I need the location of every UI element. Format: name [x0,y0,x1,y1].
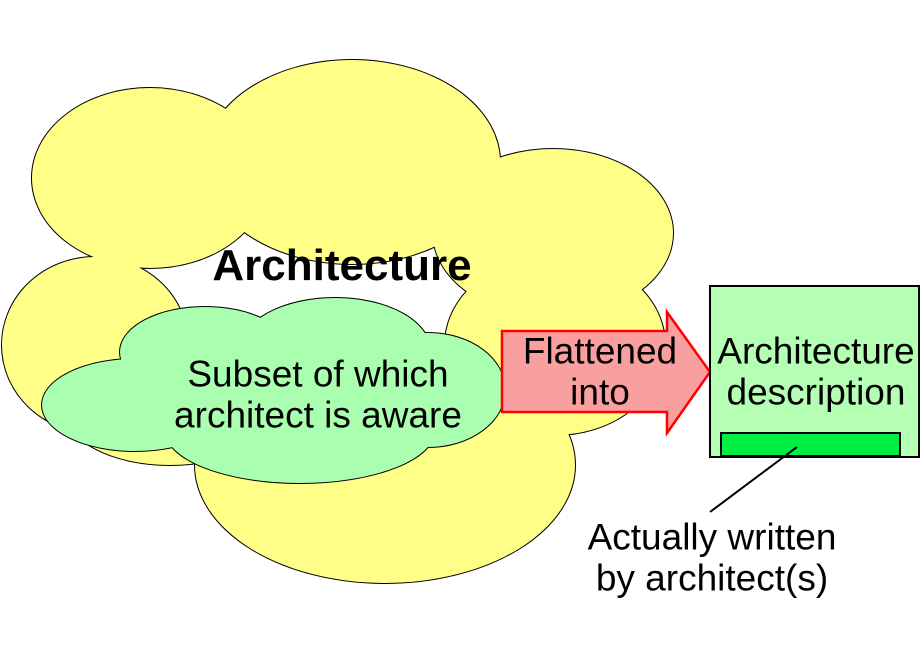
subset-cloud-label: Subset of which architect is aware [174,354,462,435]
flattened-arrow-label-line2: into [570,371,630,412]
subset-cloud-label-line1: Subset of which [187,353,449,395]
actually-written-annotation: Actually written by architect(s) [588,517,837,598]
flattened-arrow-label-line1: Flattened [522,330,678,372]
actually-written-annotation-line1: Actually written [587,516,837,558]
architecture-description-label-line1: Architecture [717,330,915,372]
annotation-leader-line [709,446,798,513]
flattened-arrow-label: Flattened into [523,331,677,412]
subset-cloud-label-line2: architect is aware [174,394,462,435]
architecture-description-label-line2: description [726,371,906,412]
architecture-description-label: Architecture description [717,331,914,412]
flattened-arrow [500,308,712,437]
architecture-cloud-label: Architecture [212,240,472,290]
architecture-description-box [709,285,920,458]
actually-written-annotation-line2: by architect(s) [595,557,829,598]
written-portion-bar [720,432,901,457]
